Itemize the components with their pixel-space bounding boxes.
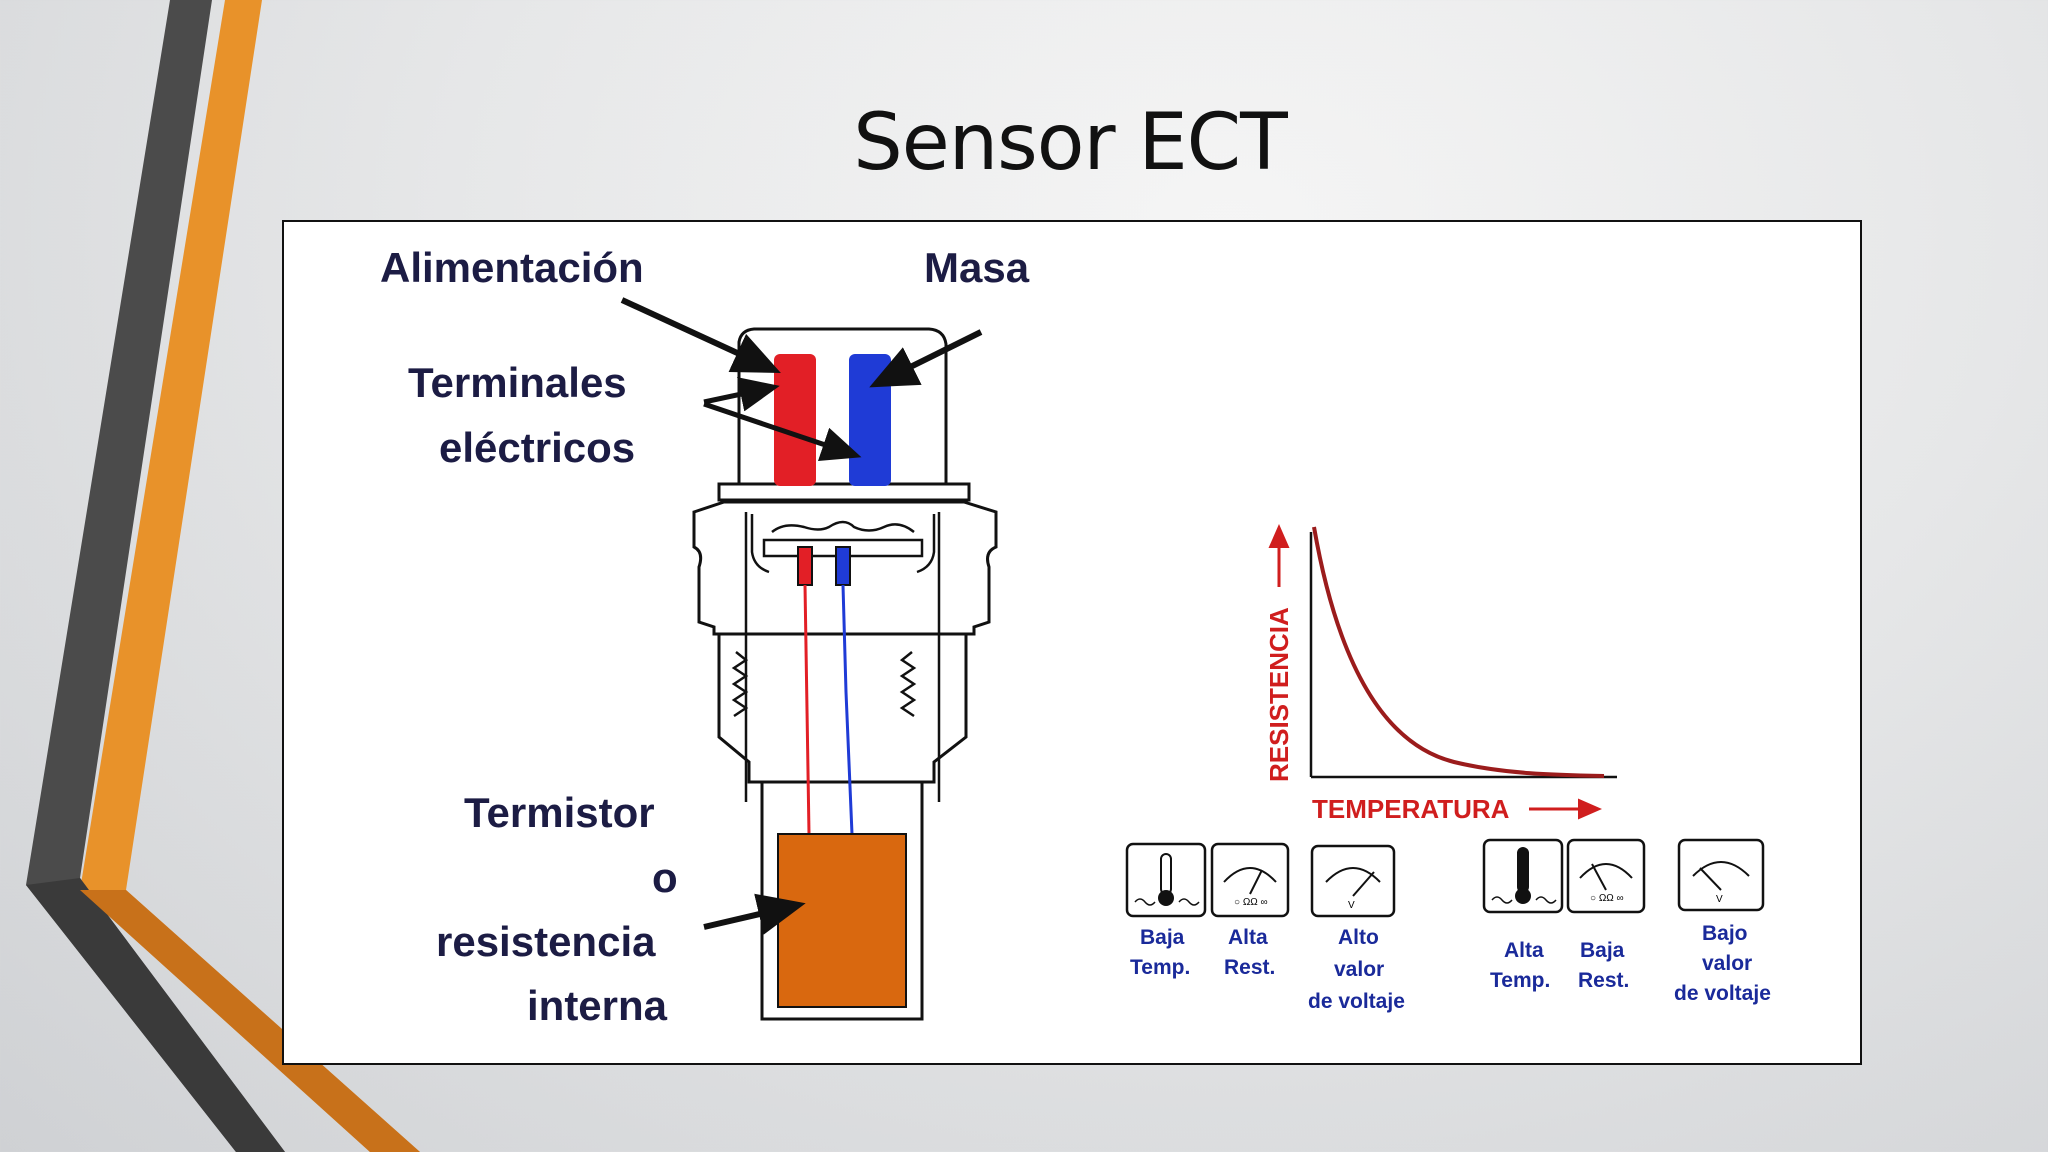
voltmeter-icon: V	[1310, 844, 1396, 918]
arrow-icon	[703, 893, 806, 935]
thread-left	[731, 651, 749, 718]
gauge-label: Rest.	[1224, 956, 1275, 979]
gauge-label: valor	[1334, 958, 1384, 981]
terminal-blue	[849, 354, 891, 486]
label-thermistor-4: interna	[527, 982, 668, 1029]
arrow-icon	[703, 377, 780, 412]
x-axis-label: TEMPERATURA	[1312, 794, 1510, 824]
gauge-label: Alta	[1504, 939, 1544, 962]
terminal-blue-stub	[835, 546, 851, 586]
wire-blue	[841, 584, 854, 835]
thermometer-icon	[1125, 842, 1207, 918]
thread-right	[899, 651, 917, 718]
diagram-frame: Alimentación Masa Terminales eléctricos …	[282, 220, 1862, 1065]
voltmeter-icon: V	[1677, 838, 1765, 912]
label-thermistor-1: Termistor	[464, 789, 655, 836]
y-axis-label: RESISTENCIA	[1264, 607, 1294, 782]
thermistor	[777, 833, 907, 1008]
svg-text:V: V	[1716, 894, 1723, 905]
label-terminals-1: Terminales	[408, 359, 627, 406]
thermometer-icon	[1482, 838, 1564, 914]
label-thermistor-3: resistencia	[436, 918, 656, 965]
terminal-red	[774, 354, 816, 486]
terminal-red-stub	[797, 546, 813, 586]
label-terminals-2: eléctricos	[439, 424, 635, 471]
ohmmeter-icon: ○ ΩΩ ∞	[1566, 838, 1646, 914]
arrow-icon	[620, 297, 781, 374]
resistance-chart: RESISTENCIA TEMPERATURA	[1264, 524, 1617, 824]
gauge-group-left: ○ ΩΩ ∞ V Baja Temp. Alta Rest. Alto valo…	[1125, 842, 1405, 1013]
gauge-label: Rest.	[1578, 969, 1629, 992]
gauge-label: Bajo	[1702, 922, 1748, 945]
svg-text:○ ΩΩ ∞: ○ ΩΩ ∞	[1590, 893, 1624, 904]
slide-title: Sensor ECT	[853, 98, 1288, 188]
gauge-label: Alto	[1338, 926, 1379, 949]
gauge-label: de voltaje	[1674, 982, 1771, 1005]
gauge-label: valor	[1702, 952, 1752, 975]
svg-text:V: V	[1348, 900, 1355, 911]
wire-red	[803, 584, 811, 835]
gauge-label: Alta	[1228, 926, 1268, 949]
svg-text:○ ΩΩ ∞: ○ ΩΩ ∞	[1234, 897, 1268, 908]
resistance-curve	[1312, 526, 1605, 778]
arrow-icon	[869, 329, 983, 388]
arrow-icon	[703, 401, 862, 461]
ohmmeter-icon: ○ ΩΩ ∞	[1210, 842, 1290, 918]
label-ground: Masa	[924, 244, 1030, 291]
gauge-label: Temp.	[1130, 956, 1190, 979]
gauge-label: Baja	[1140, 926, 1185, 949]
gauge-label: Baja	[1580, 939, 1625, 962]
gauge-label: Temp.	[1490, 969, 1550, 992]
gauge-group-right: ○ ΩΩ ∞ V Alta Temp. Baja Rest. Bajo valo…	[1482, 838, 1771, 1005]
label-power: Alimentación	[380, 244, 644, 291]
gauge-label: de voltaje	[1308, 990, 1405, 1013]
label-thermistor-2: o	[652, 854, 678, 901]
